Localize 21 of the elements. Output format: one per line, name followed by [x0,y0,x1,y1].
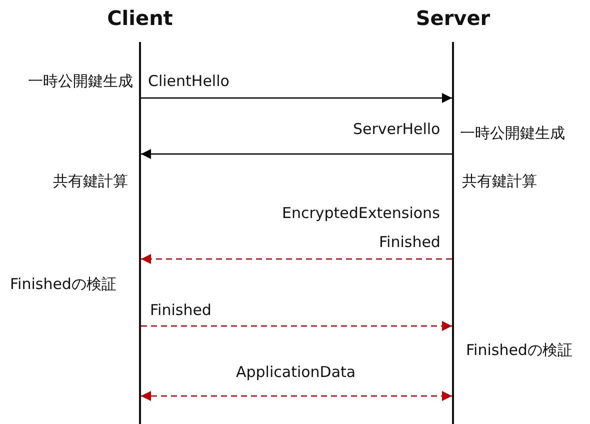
action-note: 一時公開鍵生成 [28,72,133,90]
action-note: 共有鍵計算 [462,172,537,190]
lifeline [139,42,141,424]
arrow [141,391,452,401]
message-label: Finished [150,301,212,319]
arrow [141,321,452,331]
message-label: ClientHello [148,72,230,90]
message-label: EncryptedExtensions [282,204,440,222]
message-label: ApplicationData [236,363,356,381]
lifeline-title: Server [414,6,492,30]
arrow [141,149,452,159]
lifeline [452,42,454,424]
arrow [141,254,452,264]
message-label: Finished [379,233,440,251]
action-note: Finishedの検証 [466,341,572,359]
action-note: 一時公開鍵生成 [460,124,565,142]
arrow [141,93,452,103]
action-note: Finishedの検証 [10,275,116,293]
message-label: ServerHello [353,120,440,138]
lifeline-title: Client [106,6,174,30]
action-note: 共有鍵計算 [53,172,128,190]
